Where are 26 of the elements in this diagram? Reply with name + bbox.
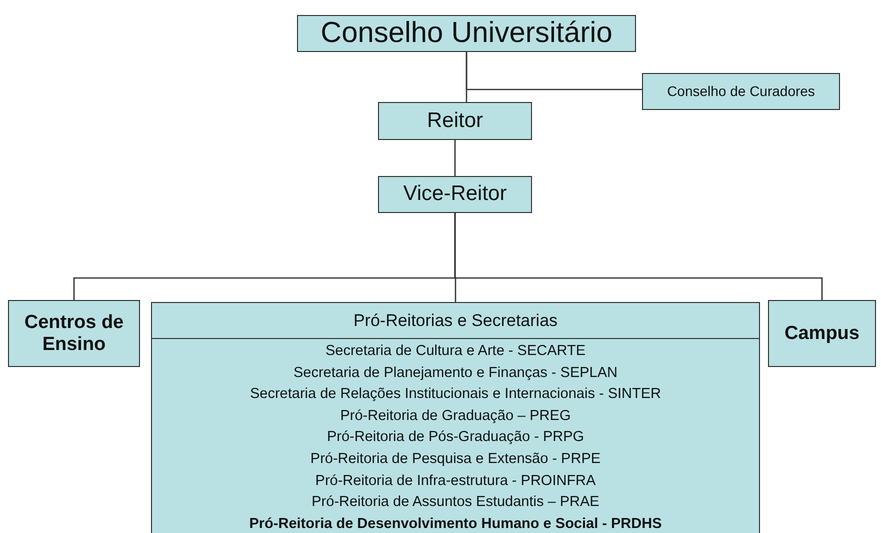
connector-line (454, 213, 823, 300)
unit-item: Pró-Reitoria de Pós-Graduação - PRPG (326, 428, 584, 448)
org-unit-box (8, 300, 140, 367)
unit-heading: Pró-Reitorias e Secretarias (353, 310, 558, 330)
connector-line (466, 52, 642, 90)
unit-name: Conselho de Curadores (667, 83, 815, 100)
org-unit-box (378, 102, 532, 140)
unit-item: Pró-Reitoria de Graduação – PREG (340, 406, 571, 426)
unit-item: Secretaria de Relações Institucionais e Internacionais - SINTER (250, 385, 661, 404)
unit-item: Secretaria de Cultura e Arte - SECARTE (325, 342, 586, 361)
org-unit-box (151, 302, 760, 533)
unit-item: Pró-Reitoria de Assuntos Estudantis – PRAE (312, 493, 600, 512)
unit-name: Campus (784, 322, 860, 344)
org-unit-box (297, 15, 636, 52)
unit-name: Vice-Reitor (403, 182, 507, 207)
unit-name: Reitor (426, 108, 484, 134)
org-unit-box (642, 73, 840, 110)
org-unit-box (378, 176, 532, 213)
org-unit-box (768, 300, 876, 367)
unit-item: Secretaria de Planejamento e Finanças - SEPLAN (293, 364, 618, 383)
connector-line (454, 140, 456, 176)
unit-item: Pró-Reitoria de Pesquisa e Extensão - PRPE (310, 450, 601, 469)
unit-name: Centros de Ensino (23, 312, 125, 356)
unit-item: Pró-Reitoria de Desenvolvimento Humano e Social - PRDHS (249, 514, 662, 533)
unit-name: Conselho Universitário (320, 16, 612, 50)
unit-item: Pró-Reitoria de Infra-estrutura - PROINFRA (315, 472, 596, 491)
